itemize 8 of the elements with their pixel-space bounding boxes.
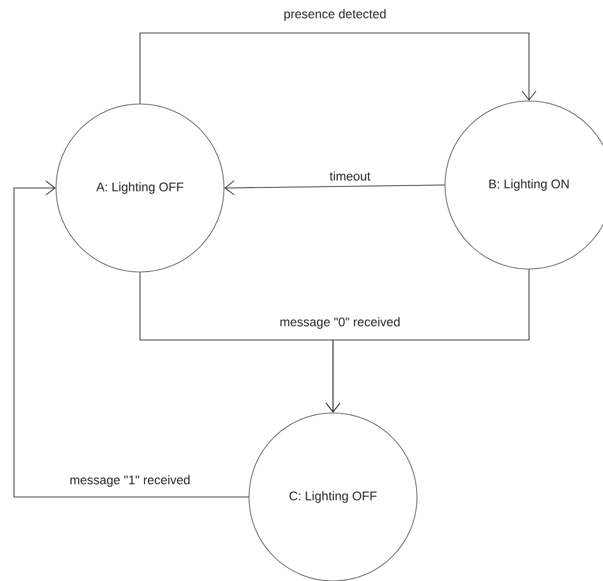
edge-label: message "0" received <box>278 316 402 330</box>
edge-label: presence detected <box>282 8 388 22</box>
arrow <box>224 180 445 196</box>
edge-label: timeout <box>328 170 372 182</box>
arrow <box>14 180 249 498</box>
arrow <box>326 269 530 413</box>
edge-label: message "1" received <box>68 474 192 488</box>
arrow <box>140 32 536 104</box>
